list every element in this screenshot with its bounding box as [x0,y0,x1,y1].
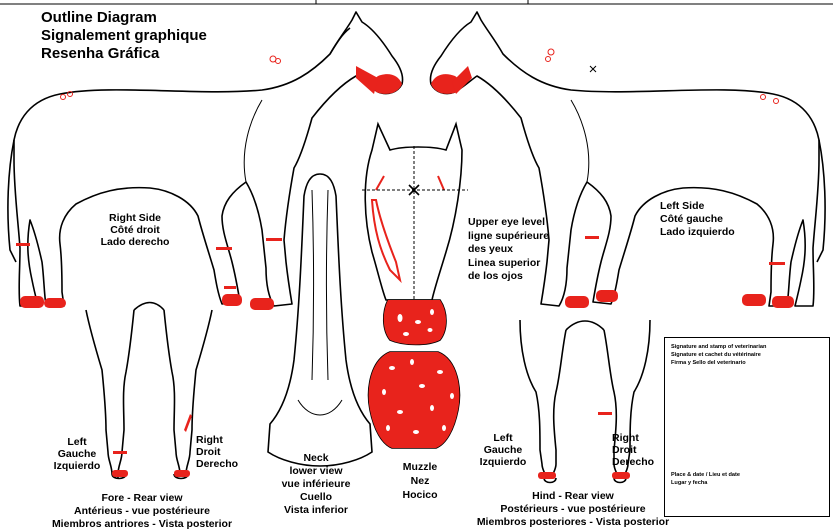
right-side-label: Right Side Côté droit Lado derecho [90,212,180,248]
right-side-label-fr: Côté droit [90,224,180,236]
fore-caption: Fore - Rear view Antérieus - vue postéri… [20,492,264,531]
fore-left-label: Left Gauche Izquierdo [44,436,110,472]
hind-right-label-1: Right [612,432,662,444]
fore-right-label-2: Droit [196,446,246,458]
left-side-label-es: Lado izquierdo [660,226,770,239]
fore-right-label: Right Droit Derecho [196,434,246,470]
left-side-label: Left Side Côté gauche Lado izquierdo [660,200,770,239]
top-frame-line [0,0,833,4]
right-side-label-es: Lado derecho [90,236,180,248]
place-date-line-1: Place & date / Lieu et date [665,471,829,479]
fore-caption-2: Antérieus - vue postérieure [20,505,264,518]
right-side-label-en: Right Side [90,212,180,224]
fore-right-label-3: Derecho [196,458,246,470]
neck-label: Neck lower view vue inférieure Cuello Vi… [266,452,366,517]
signature-box: Signature and stamp of veterinarian Sign… [664,337,830,517]
neck-label-4: Cuello [266,491,366,504]
fore-caption-3: Miembros antriores - Vista posterior [20,518,264,531]
title-spanish: Resenha Gráfica [41,45,159,62]
signature-line-en: Signature and stamp of veterinarian [665,343,829,351]
muzzle-label: Muzzle Nez Hocico [390,460,450,502]
neck-label-3: vue inférieure [266,478,366,491]
hind-right-label-3: Derecho [612,456,662,468]
eye-level-label-5: de los ojos [468,270,588,284]
left-side-label-en: Left Side [660,200,770,213]
eye-level-label-3: des yeux [468,243,588,257]
signature-line-fr: Signature et cachet du vétérinaire [665,351,829,359]
eye-level-label-1: Upper eye level [468,216,588,230]
neck-label-2: lower view [266,465,366,478]
fore-left-label-2: Gauche [44,448,110,460]
muzzle-label-2: Nez [390,474,450,488]
hind-left-label-3: Izquierdo [470,456,536,468]
fore-caption-1: Fore - Rear view [20,492,264,505]
place-date-line-2: Lugar y fecha [665,479,829,487]
neck-label-1: Neck [266,452,366,465]
hind-left-label-2: Gauche [470,444,536,456]
signature-line-es: Firma y Sello del veterinario [665,359,829,367]
muzzle-label-3: Hocico [390,488,450,502]
title-english: Outline Diagram [41,9,157,26]
eye-level-label: Upper eye level ligne supérieure des yeu… [468,216,588,284]
fore-left-label-1: Left [44,436,110,448]
neck-label-5: Vista inferior [266,504,366,517]
fore-right-label-1: Right [196,434,246,446]
muzzle-label-1: Muzzle [390,460,450,474]
eye-level-label-2: ligne supérieure [468,230,588,244]
hind-caption: Hind - Rear view Postérieurs - vue posté… [448,490,698,529]
fore-left-label-3: Izquierdo [44,460,110,472]
hind-caption-2: Postérieurs - vue postérieure [448,503,698,516]
hind-left-label: Left Gauche Izquierdo [470,432,536,468]
hind-left-label-1: Left [470,432,536,444]
hind-right-label: Right Droit Derecho [612,432,662,468]
left-side-label-fr: Côté gauche [660,213,770,226]
title-french: Signalement graphique [41,27,207,44]
hind-caption-1: Hind - Rear view [448,490,698,503]
eye-level-label-4: Linea superior [468,257,588,271]
hind-caption-3: Miembros posteriores - Vista posterior [448,516,698,529]
hind-right-label-2: Droit [612,444,662,456]
